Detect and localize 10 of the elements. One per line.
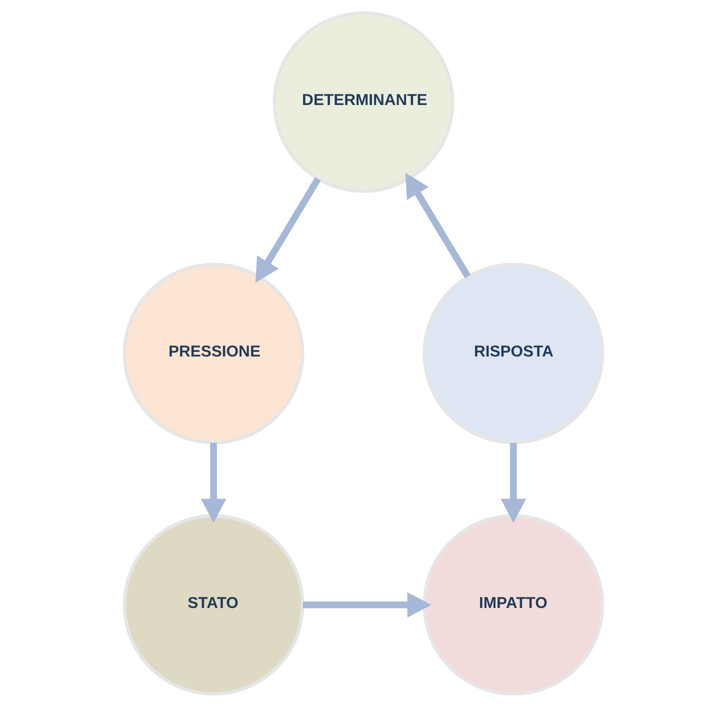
arrow bbox=[404, 172, 470, 278]
arrow bbox=[302, 592, 431, 618]
arrow bbox=[500, 442, 526, 523]
node-circle: IMPATTO bbox=[422, 514, 604, 696]
arrow bbox=[200, 442, 226, 523]
node-circle: DETERMINANTE bbox=[272, 11, 454, 193]
node-circle: PRESSIONE bbox=[122, 262, 304, 444]
arrow bbox=[254, 177, 320, 283]
node-circle: STATO bbox=[122, 514, 304, 696]
node-circle: RISPOSTA bbox=[422, 262, 604, 444]
